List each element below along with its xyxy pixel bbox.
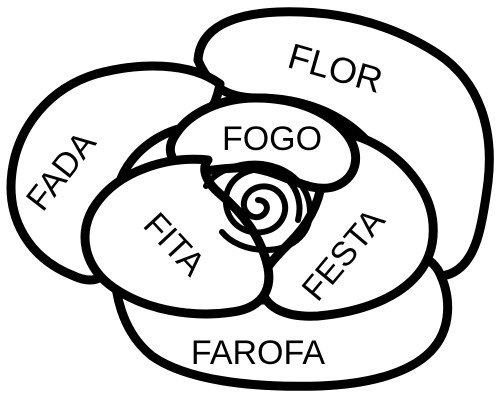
center-spiral-outer — [203, 160, 313, 253]
petal-fada — [6, 61, 225, 285]
petal-festa — [257, 127, 438, 321]
label-fogo: FOGO — [222, 120, 322, 158]
label-farofa: FAROFA — [191, 334, 325, 372]
center-spiral — [222, 166, 303, 236]
